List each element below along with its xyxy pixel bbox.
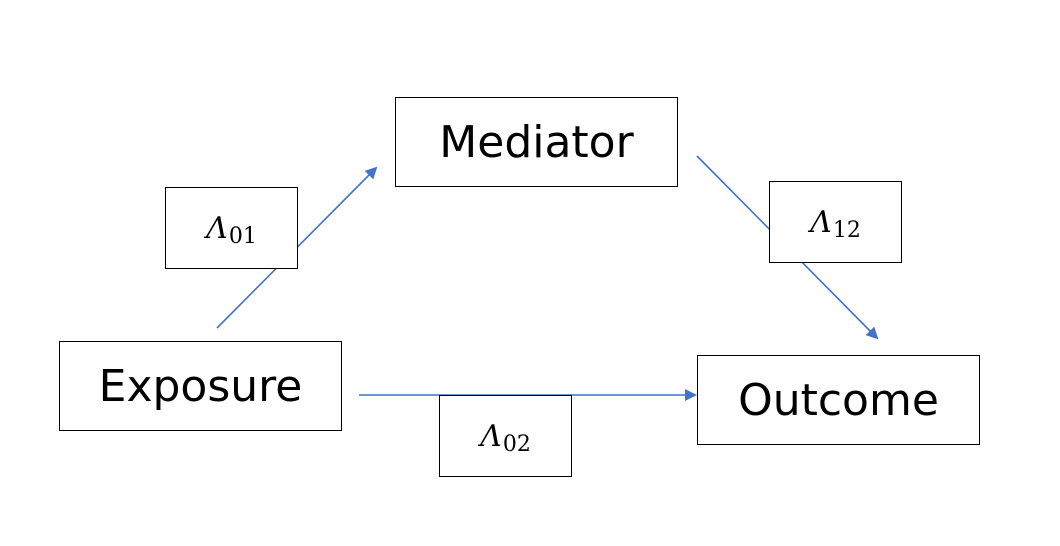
mediator-label: Mediator xyxy=(439,116,634,168)
outcome-node: Outcome xyxy=(697,355,980,445)
exposure-label: Exposure xyxy=(98,360,303,412)
lambda-symbol: Λ xyxy=(480,418,502,454)
lambda-symbol: Λ xyxy=(206,210,228,246)
outcome-label: Outcome xyxy=(738,374,939,426)
lambda-subscript: 12 xyxy=(832,217,861,243)
exposure-node: Exposure xyxy=(59,341,342,431)
lambda-subscript: 02 xyxy=(502,431,531,457)
lambda-subscript: 01 xyxy=(228,223,257,249)
mediator-node: Mediator xyxy=(395,97,678,187)
lambda-symbol: Λ xyxy=(810,204,832,240)
